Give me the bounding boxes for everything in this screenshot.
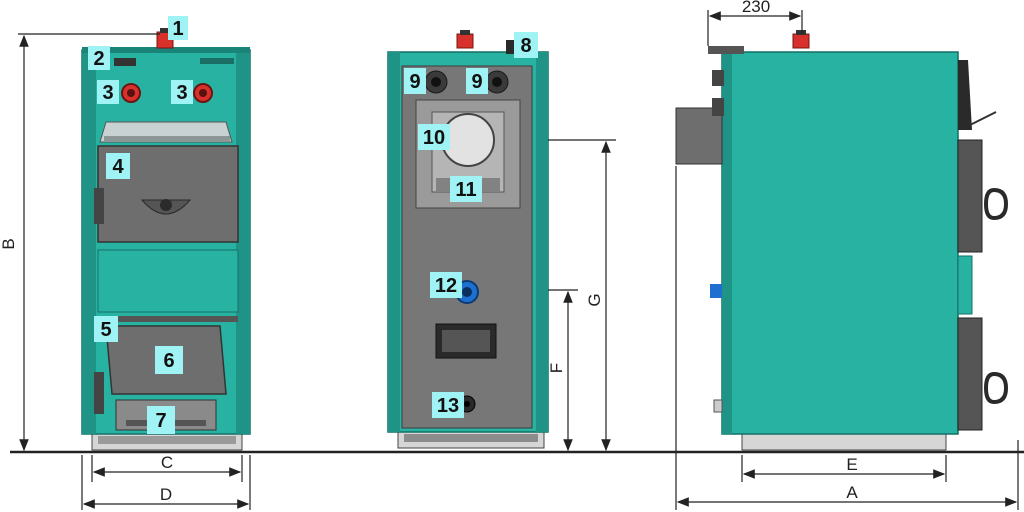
dim-label-c: C [161,453,173,472]
callout-11: 11 [455,179,476,201]
callout-12: 12 [435,275,457,297]
dim-label-d: D [160,485,172,504]
side-flue [675,107,723,165]
dimension-lines [18,10,1019,510]
side-view [675,30,1009,451]
dim-label-230: 230 [742,0,770,16]
dim-label-g: G [585,293,604,306]
callout-1: 1 [172,18,183,40]
callout-10: 10 [423,127,445,149]
callout-3-right: 3 [176,82,187,104]
front-top-cap [82,47,250,53]
callout-2: 2 [93,48,104,70]
callout-9-left: 9 [409,71,420,93]
side-body [721,51,959,435]
side-door-lower [957,317,983,431]
dim-label-b: B [0,238,18,249]
side-door-upper [957,139,983,253]
dim-label-a: A [846,483,858,502]
callout-5: 5 [100,319,111,341]
callout-3-left: 3 [102,82,113,104]
lower-frame [96,316,238,322]
callout-13: 13 [437,395,459,417]
callout-4: 4 [112,156,124,178]
dim-label-f: F [547,363,566,373]
dim-label-e: E [846,455,857,474]
callout-9-right: 9 [471,71,482,93]
control-panel [114,58,136,66]
callouts: 1 2 3 3 4 5 6 7 8 9 9 10 11 12 13 [88,16,538,434]
callout-7: 7 [155,410,166,432]
callout-6: 6 [163,350,174,372]
callout-8: 8 [520,35,531,57]
